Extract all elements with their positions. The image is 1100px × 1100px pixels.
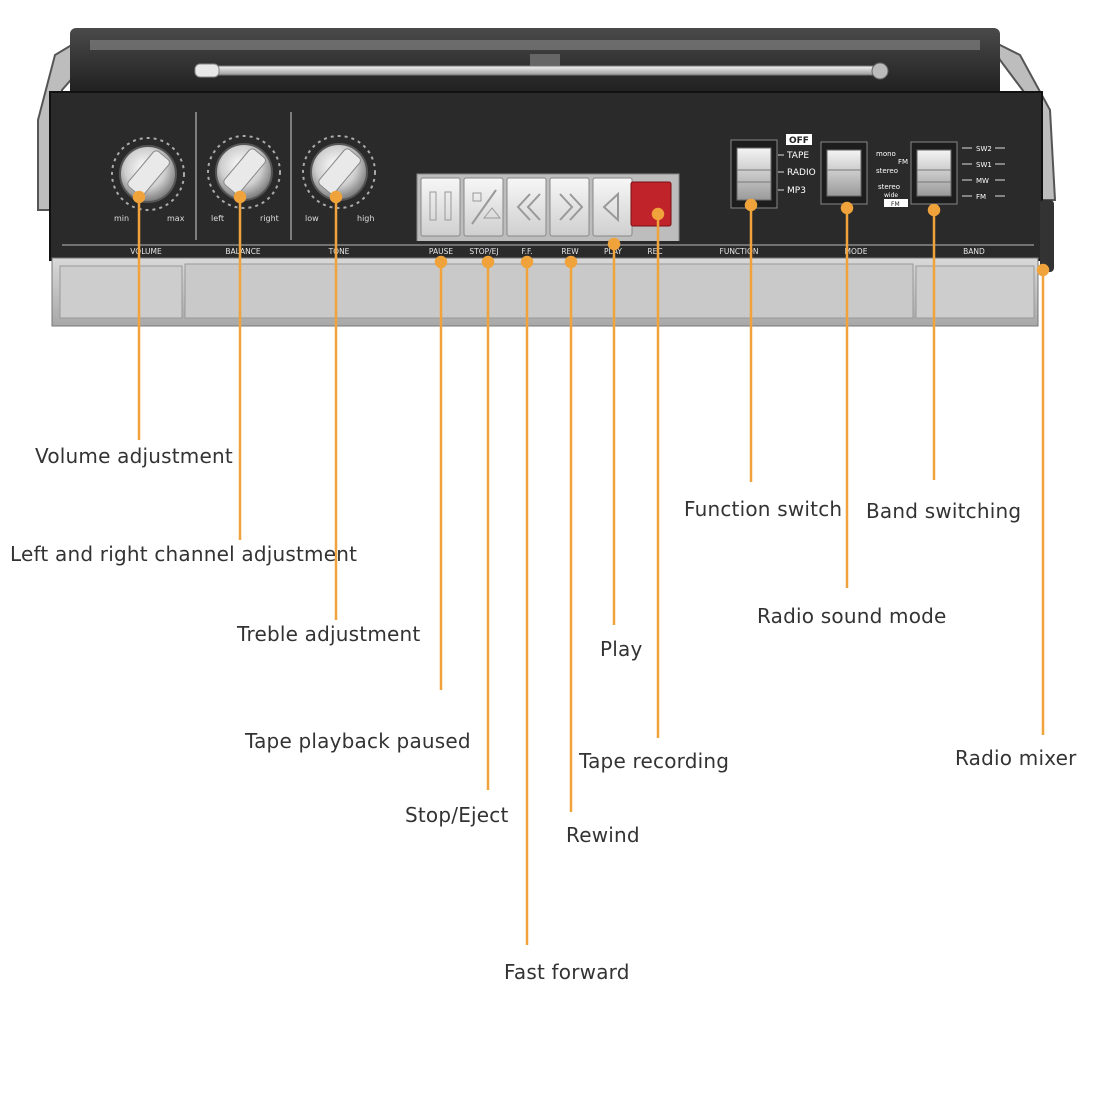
balance-scale-left: left [211, 214, 224, 223]
antenna [194, 62, 889, 80]
callout-band-switching: Band switching [866, 499, 1022, 523]
leader-dot-band [927, 203, 941, 217]
balance-knob[interactable] [207, 135, 281, 209]
function-option-mp3: MP3 [787, 186, 806, 196]
leader-dot-function [744, 198, 758, 212]
callout-tape-recording: Tape recording [579, 749, 730, 773]
function-option-tape: TAPE [786, 151, 809, 161]
section-label-band: BAND [963, 247, 985, 256]
band-option-mw: MW [976, 177, 989, 185]
volume-scale-min: min [114, 214, 129, 223]
mode-option-stereo-wide: stereo [878, 183, 900, 191]
carry-handle-mount [530, 54, 560, 66]
leader-dot-ff [520, 255, 534, 269]
volume-scale-max: max [167, 214, 185, 223]
section-label-balance: BALANCE [225, 247, 261, 256]
volume-knob[interactable] [111, 137, 185, 211]
section-label-tone: TONE [328, 247, 350, 256]
tone-scale-high: high [357, 214, 374, 223]
leader-dot-play [607, 237, 621, 251]
side-dial-right[interactable] [1040, 200, 1054, 272]
callout-radio-mixer: Radio mixer [955, 746, 1077, 770]
callout-function-switch: Function switch [684, 497, 843, 521]
band-option-sw2: SW2 [976, 145, 992, 153]
leader-dot-mixer [1036, 263, 1050, 277]
callout-rewind: Rewind [566, 823, 640, 847]
section-label-strip [58, 241, 1038, 256]
callout-stop-eject: Stop/Eject [405, 803, 509, 827]
mode-option-mono: mono [876, 150, 896, 158]
rewind-key[interactable] [549, 177, 590, 237]
callout-treble-adjustment: Treble adjustment [237, 622, 421, 646]
mode-option-fm: FM [898, 158, 908, 166]
function-option-radio: RADIO [787, 168, 816, 178]
callout-left-right-channel-adjustment: Left and right channel adjustment [10, 542, 358, 566]
function-option-off: OFF [789, 136, 809, 146]
leader-dot-rew [564, 255, 578, 269]
band-option-fm: FM [976, 193, 986, 201]
pause-key[interactable] [420, 177, 461, 237]
callout-volume-adjustment: Volume adjustment [35, 444, 233, 468]
section-label-rew: REW [561, 247, 579, 256]
leader-dot-pause [434, 255, 448, 269]
tone-scale-low: low [305, 214, 319, 223]
cassette-window [184, 263, 914, 319]
mode-option-stereo: stereo [876, 167, 898, 175]
section-label-ff: F.F. [522, 247, 533, 256]
section-label-volume: VOLUME [130, 247, 162, 256]
section-label-stop-ej: STOP/EJ [469, 247, 498, 256]
section-label-mode: MODE [845, 247, 868, 256]
band-switch[interactable] [910, 141, 958, 205]
balance-scale-right: right [260, 214, 279, 223]
top-chrome-strip [90, 40, 980, 50]
leader-dot-balance [233, 190, 247, 204]
leader-dot-tone [329, 190, 343, 204]
leader-dot-mode [840, 201, 854, 215]
band-option-sw1: SW1 [976, 161, 992, 169]
fast-forward-key[interactable] [506, 177, 547, 237]
callout-radio-sound-mode: Radio sound mode [757, 604, 947, 628]
leader-dot-rec [651, 207, 665, 221]
leader-dot-stop [481, 255, 495, 269]
section-label-pause: PAUSE [429, 247, 453, 256]
stop-eject-key[interactable] [463, 177, 504, 237]
record-key[interactable] [630, 181, 672, 227]
mode-option-wide: wide [884, 192, 898, 199]
callout-play: Play [600, 637, 643, 661]
play-key[interactable] [592, 177, 633, 237]
mode-option-fm-2: FM [891, 201, 900, 208]
callout-fast-forward: Fast forward [504, 960, 630, 984]
section-label-rec: REC [647, 247, 662, 256]
callout-tape-playback-paused: Tape playback paused [245, 729, 471, 753]
function-switch[interactable] [730, 139, 778, 209]
section-label-function: FUNCTION [720, 247, 759, 256]
leader-dot-volume [132, 190, 146, 204]
mode-switch[interactable] [820, 141, 868, 205]
